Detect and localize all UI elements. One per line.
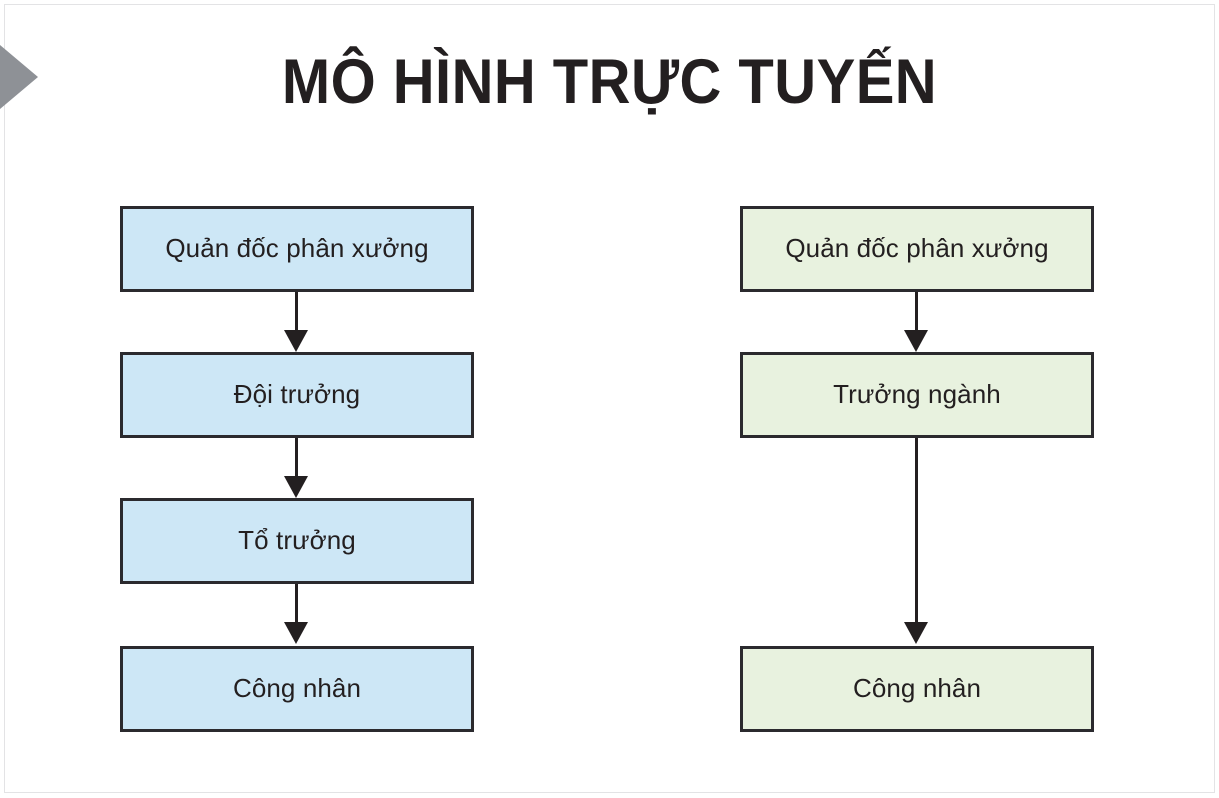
node-label: Công nhân	[852, 673, 982, 704]
connector-left-3-4	[295, 584, 298, 626]
node-left-4[interactable]: Công nhân	[120, 646, 474, 732]
node-label: Trưởng ngành	[833, 379, 1001, 410]
node-label: Đội trưởng	[233, 379, 361, 410]
connector-right-1-2	[915, 292, 918, 334]
node-right-2[interactable]: Trưởng ngành	[740, 352, 1094, 438]
node-label: Quản đốc phân xưởng	[785, 233, 1049, 264]
connector-right-2-3	[915, 438, 918, 628]
node-right-3[interactable]: Công nhân	[740, 646, 1094, 732]
arrowhead-left-2-3	[284, 476, 308, 498]
node-left-3[interactable]: Tổ trưởng	[120, 498, 474, 584]
arrowhead-left-1-2	[284, 330, 308, 352]
arrowhead-right-2-3	[904, 622, 928, 644]
arrowhead-left-3-4	[284, 622, 308, 644]
node-label: Công nhân	[232, 673, 362, 704]
left-edge-triangle-icon	[0, 45, 38, 109]
connector-left-1-2	[295, 292, 298, 334]
node-label: Quản đốc phân xưởng	[165, 233, 429, 264]
node-label: Tổ trưởng	[238, 525, 356, 556]
arrowhead-right-1-2	[904, 330, 928, 352]
connector-left-2-3	[295, 438, 298, 480]
page-title: MÔ HÌNH TRỰC TUYẾN	[281, 47, 938, 117]
node-right-1[interactable]: Quản đốc phân xưởng	[740, 206, 1094, 292]
node-left-1[interactable]: Quản đốc phân xưởng	[120, 206, 474, 292]
node-left-2[interactable]: Đội trưởng	[120, 352, 474, 438]
